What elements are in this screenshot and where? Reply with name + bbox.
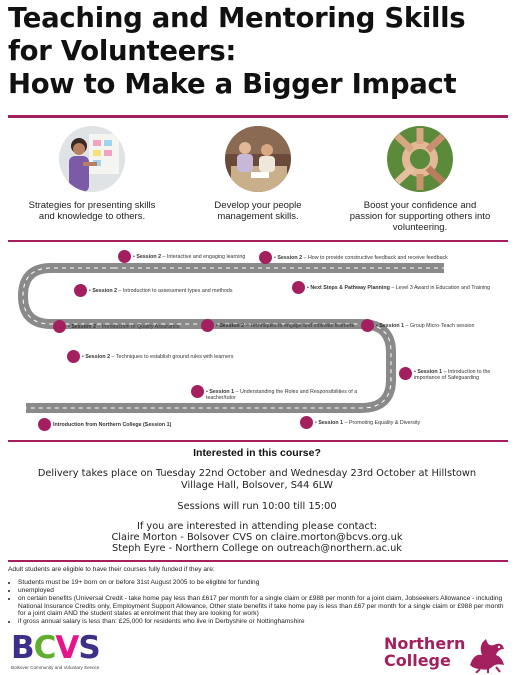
feature-confidence: Boost your confidence and passion for su… [348, 126, 492, 233]
roadmap-step-11: Introduction from Northern College (Sess… [53, 422, 172, 428]
contact-claire: Claire Morton - Bolsover CVS on claire.m… [111, 532, 403, 543]
divider-lower [8, 440, 508, 442]
roadmap-marker [118, 250, 131, 263]
bcvs-subtitle: Bolsover Community and Voluntary Service [11, 665, 100, 670]
roadmap-marker [259, 251, 272, 264]
roadmap-step-9: • Session 1 – Introduction to the import… [414, 369, 491, 382]
roadmap-step-5: • Session 2 – Introduction to Quality As… [68, 324, 180, 330]
roadmap-step-3: • Session 2 – Introduction to assessment… [89, 288, 233, 294]
session-times: Sessions will run 10:00 till 15:00 [177, 501, 337, 512]
roadmap-marker [361, 319, 374, 332]
title-line-2: for Volunteers: [8, 35, 237, 67]
feature-presenting: Strategies for presenting skills and kno… [26, 126, 158, 222]
funding-item: on certain benefits (Universal Credit - … [18, 595, 508, 617]
funding-intro: Adult students are eligible to have thei… [8, 566, 215, 573]
dragon-icon [470, 639, 504, 673]
roadmap-step-12: • Session 1 – Promoting Equality & Diver… [315, 420, 421, 426]
funding-item: if gross annual salary is less than: £25… [18, 618, 508, 625]
roadmap-marker [74, 284, 87, 297]
roadmap-marker [300, 416, 313, 429]
joined-hands-photo [387, 126, 453, 192]
northern-college-name: Northern College [384, 634, 466, 670]
roadmap-marker [38, 418, 51, 431]
roadmap-step-1: • Session 2 – Interactive and engaging l… [133, 254, 246, 260]
meeting-photo [225, 126, 291, 192]
feature-management: Develop your people management skills. [192, 126, 324, 222]
title-line-3: How to Make a Bigger Impact [8, 68, 457, 100]
contact-steph: Steph Eyre - Northern College on outreac… [112, 543, 402, 554]
feature-presenting-text: Strategies for presenting skills and kno… [28, 200, 156, 222]
northern-college-logo: Northern College [384, 635, 509, 673]
roadmap: • Session 2 – Interactive and engaging l… [6, 246, 508, 434]
feature-management-text: Develop your people management skills. [214, 200, 302, 222]
interest-heading: Interested in this course? [193, 447, 321, 459]
roadmap-step-7: • Session 1 – Group Micro-Teach session [376, 323, 475, 329]
funding-section: Adult students are eligible to have thei… [8, 566, 508, 626]
roadmap-marker [399, 367, 412, 380]
funding-item: Students must be 19+ born on or before 3… [18, 579, 508, 586]
divider-top [8, 115, 508, 118]
roadmap-marker [53, 320, 66, 333]
divider-middle [8, 240, 508, 242]
divider-bottom [8, 560, 508, 562]
page-title: Teaching and Mentoring Skills for Volunt… [8, 2, 508, 101]
funding-list: Students must be 19+ born on or before 3… [18, 579, 508, 625]
roadmap-step-4: • Next Steps & Pathway Planning – Level … [307, 285, 491, 291]
roadmap-step-8: • Session 2 – Techniques to establish gr… [82, 354, 234, 360]
funding-item: unemployed [18, 587, 508, 594]
roadmap-step-10: • Session 1 – Understanding the Roles an… [206, 389, 358, 402]
bcvs-logo: BCVS Bolsover Community and Voluntary Se… [11, 632, 121, 674]
bcvs-letters: BCVS [11, 630, 101, 666]
delivery-info: Delivery takes place on Tuesday 22nd Oct… [37, 468, 477, 491]
feature-confidence-text: Boost your confidence and passion for su… [349, 200, 491, 233]
roadmap-marker [67, 350, 80, 363]
contact-intro: If you are interested in attending pleas… [136, 521, 378, 532]
roadmap-step-2: • Session 2 – How to provide constructiv… [274, 255, 448, 261]
roadmap-step-6: • Session 2 – Techniques to engage and m… [216, 323, 355, 329]
road-path [18, 263, 444, 413]
roadmap-marker [201, 319, 214, 332]
roadmap-marker [191, 385, 204, 398]
people-at-whiteboard-photo [59, 126, 125, 192]
roadmap-marker [292, 281, 305, 294]
title-line-1: Teaching and Mentoring Skills [8, 2, 466, 34]
